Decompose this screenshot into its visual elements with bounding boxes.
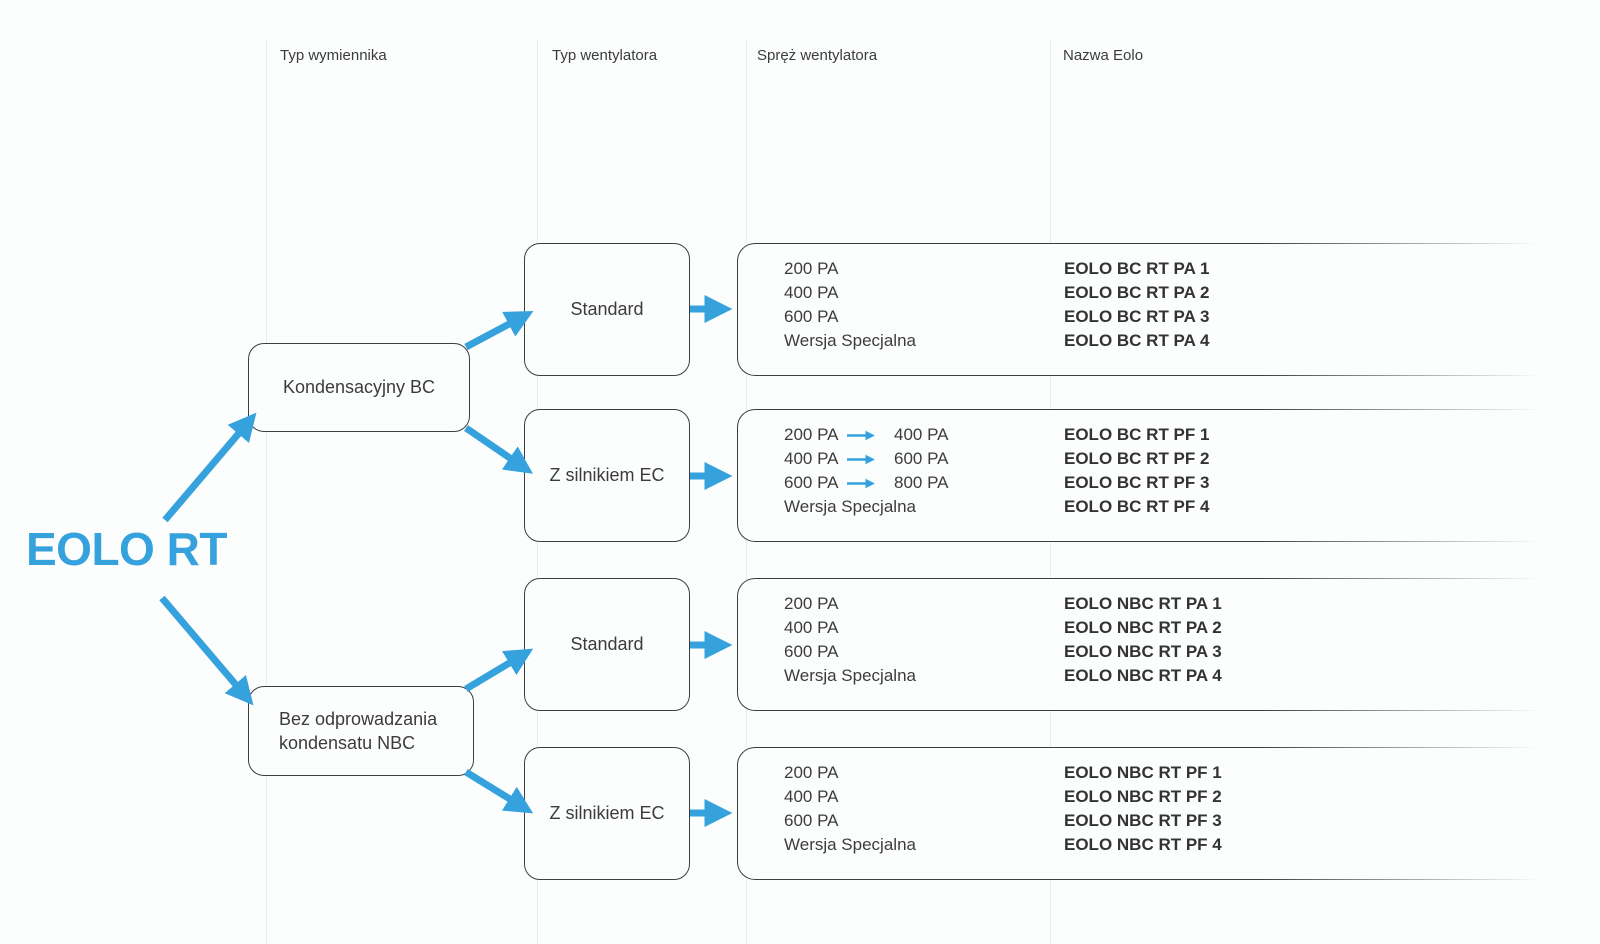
pressure-value: 600 PA <box>784 307 839 326</box>
list-row: Wersja Specjalna EOLO BC RT PA 4 <box>738 329 1600 353</box>
fan-box-nbc-standard: Standard <box>524 578 690 711</box>
eolo-name: EOLO BC RT PF 2 <box>1064 449 1210 468</box>
pressure-name-box-nbc-pf: 200 PA EOLO NBC RT PF 1 400 PA EOLO NBC … <box>737 746 1600 881</box>
list-row: Wersja Specjalna EOLO NBC RT PA 4 <box>738 664 1600 688</box>
list-row: 600 PA 800 PA EOLO BC RT PF 3 <box>738 471 1600 495</box>
fan-box-bc-standard: Standard <box>524 243 690 376</box>
eolo-name: EOLO BC RT PA 1 <box>1064 259 1210 278</box>
list-row: 200 PA EOLO NBC RT PA 1 <box>738 592 1600 616</box>
eolo-name: EOLO BC RT PF 1 <box>1064 425 1210 444</box>
pressure-name-box-bc-pf: 200 PA 400 PA EOLO BC RT PF 1 400 PA 600… <box>737 408 1600 543</box>
list-row: 600 PA EOLO NBC RT PF 3 <box>738 809 1600 833</box>
eolo-name: EOLO NBC RT PA 1 <box>1064 594 1222 613</box>
pressure-value: Wersja Specjalna <box>784 666 916 685</box>
column-header-fan-type: Typ wentylatora <box>552 47 658 64</box>
list-row: 400 PA 600 PA EOLO BC RT PF 2 <box>738 447 1600 471</box>
exchanger-nbc-label-line2: kondensatu NBC <box>279 733 416 753</box>
pressure-boost-arrow-icon <box>847 430 875 441</box>
arrow-root-to-bc <box>162 412 257 523</box>
fan-box-nbc-ec: Z silnikiem EC <box>524 747 690 880</box>
pressure-value: 600 PA <box>784 642 839 661</box>
list-row: 600 PA EOLO BC RT PA 3 <box>738 305 1600 329</box>
eolo-name: EOLO BC RT PA 4 <box>1064 331 1210 350</box>
pressure-value: 400 PA <box>784 283 839 302</box>
list-row: 200 PA 400 PA EOLO BC RT PF 1 <box>738 423 1600 447</box>
eolo-name: EOLO NBC RT PF 4 <box>1064 835 1222 854</box>
arrow-bc-to-standard <box>464 311 534 351</box>
arrow-nbc-to-standard <box>464 648 534 693</box>
exchanger-bc-label: Kondensacyjny BC <box>282 377 436 397</box>
list-row: 400 PA EOLO NBC RT PA 2 <box>738 616 1600 640</box>
pressure-value: 600 PA <box>784 473 839 492</box>
diagram-title: EOLO RT <box>26 523 227 575</box>
exchanger-box-bc: Kondensacyjny BC <box>248 343 470 432</box>
pressure-value: 200 PA <box>784 594 839 613</box>
eolo-name: EOLO BC RT PF 4 <box>1064 497 1210 516</box>
list-row: 400 PA EOLO BC RT PA 2 <box>738 281 1600 305</box>
pressure-boost-arrow-icon <box>847 454 875 465</box>
eolo-name: EOLO NBC RT PA 2 <box>1064 618 1222 637</box>
eolo-name: EOLO BC RT PA 2 <box>1064 283 1210 302</box>
eolo-name: EOLO NBC RT PF 2 <box>1064 787 1222 806</box>
pressure-value: Wersja Specjalna <box>784 497 916 516</box>
pressure-value: 400 PA <box>784 449 839 468</box>
eolo-name: EOLO BC RT PF 3 <box>1064 473 1210 492</box>
list-row: 600 PA EOLO NBC RT PA 3 <box>738 640 1600 664</box>
pressure-value-boosted: 600 PA <box>894 449 949 468</box>
fan-box-bc-ec: Z silnikiem EC <box>524 409 690 542</box>
eolo-name: EOLO BC RT PA 3 <box>1064 307 1210 326</box>
edge-fade <box>1258 408 1600 543</box>
fan-label: Standard <box>570 634 644 654</box>
edge-fade <box>1258 577 1600 712</box>
fan-label: Standard <box>570 299 644 319</box>
pressure-value: 400 PA <box>784 618 839 637</box>
pressure-value: 200 PA <box>784 763 839 782</box>
list-row: Wersja Specjalna EOLO NBC RT PF 4 <box>738 833 1600 857</box>
pressure-value: 200 PA <box>784 259 839 278</box>
eolo-name: EOLO NBC RT PA 4 <box>1064 666 1222 685</box>
eolo-name: EOLO NBC RT PF 1 <box>1064 763 1222 782</box>
pressure-value: Wersja Specjalna <box>784 331 916 350</box>
pressure-name-box-nbc-pa: 200 PA EOLO NBC RT PA 1 400 PA EOLO NBC … <box>737 577 1600 712</box>
column-header-exchanger-type: Typ wymiennika <box>280 47 387 64</box>
exchanger-box-nbc: Bez odprowadzania kondensatu NBC <box>248 686 474 776</box>
exchanger-nbc-label-line1: Bez odprowadzania <box>279 709 438 729</box>
arrow-nbc-to-ec <box>464 769 534 814</box>
eolo-name: EOLO NBC RT PA 3 <box>1064 642 1222 661</box>
pressure-value-boosted: 800 PA <box>894 473 949 492</box>
edge-fade <box>1258 242 1600 377</box>
column-header-eolo-name: Nazwa Eolo <box>1063 47 1144 64</box>
edge-fade <box>1258 746 1600 881</box>
arrow-root-to-nbc <box>159 595 254 706</box>
pressure-value: Wersja Specjalna <box>784 835 916 854</box>
pressure-value: 600 PA <box>784 811 839 830</box>
arrow-bc-to-ec <box>464 425 533 474</box>
list-row: Wersja Specjalna EOLO BC RT PF 4 <box>738 495 1600 519</box>
fan-label: Z silnikiem EC <box>549 465 665 485</box>
list-row: 200 PA EOLO NBC RT PF 1 <box>738 761 1600 785</box>
pressure-value: 200 PA <box>784 425 839 444</box>
pressure-boost-arrow-icon <box>847 478 875 489</box>
pressure-value-boosted: 400 PA <box>894 425 949 444</box>
pressure-value: 400 PA <box>784 787 839 806</box>
list-row: 400 PA EOLO NBC RT PF 2 <box>738 785 1600 809</box>
list-row: 200 PA EOLO BC RT PA 1 <box>738 257 1600 281</box>
eolo-name: EOLO NBC RT PF 3 <box>1064 811 1222 830</box>
fan-label: Z silnikiem EC <box>549 803 665 823</box>
column-divider <box>266 40 267 944</box>
pressure-name-box-bc-pa: 200 PA EOLO BC RT PA 1 400 PA EOLO BC RT… <box>737 242 1600 377</box>
column-header-fan-pressure: Spręż wentylatora <box>757 47 878 64</box>
